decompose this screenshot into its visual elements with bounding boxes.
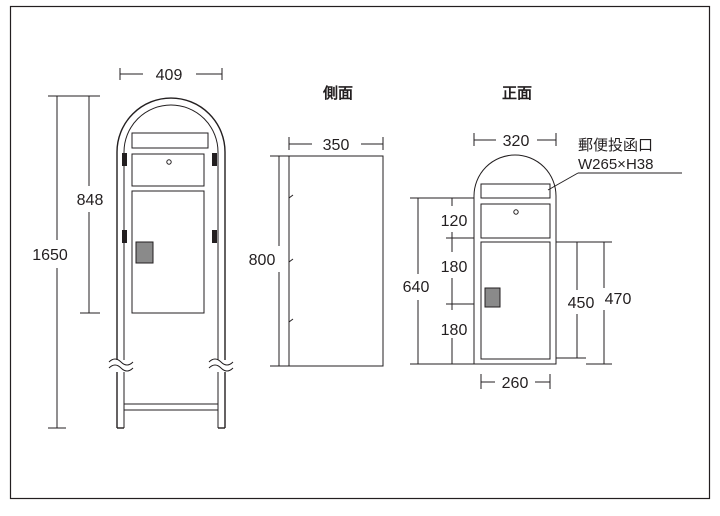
front-segment-dimensions: 120 180 180 — [441, 198, 474, 364]
side-view: 側面 350 800 — [249, 84, 384, 367]
front-width-top-label: 320 — [503, 133, 530, 150]
stand-frame-inner — [123, 104, 219, 360]
stand-bracket — [122, 153, 127, 166]
slot-note: 郵便投函口 W265×H38 — [547, 137, 682, 191]
drawing-border — [9, 5, 711, 500]
front-seg2-label: 180 — [441, 259, 468, 276]
slot-note-size: W265×H38 — [578, 156, 653, 173]
stand-upper-label: 848 — [77, 192, 104, 209]
stand-width-label: 409 — [156, 67, 183, 84]
break-mark — [208, 364, 234, 372]
break-mark — [108, 364, 134, 372]
front-door-panel — [484, 287, 501, 308]
slot-note-title: 郵便投函口 — [578, 137, 653, 154]
door-inner-label: 450 — [568, 295, 595, 312]
side-body — [288, 155, 384, 367]
stand-view: 409 1650 — [32, 67, 234, 429]
stand-keyhole — [166, 159, 172, 165]
front-upper-door — [480, 203, 551, 239]
front-height-label: 640 — [403, 279, 430, 296]
stand-box-door — [131, 190, 205, 314]
stand-crossbar — [123, 403, 219, 411]
front-width-bottom-label: 260 — [502, 375, 529, 392]
side-width-dimension: 350 — [288, 137, 384, 154]
mail-slot — [480, 183, 551, 199]
door-inner-dimension: 450 — [556, 241, 595, 359]
stand-bracket — [122, 230, 127, 243]
door-outer-label: 470 — [605, 291, 632, 308]
stand-door-panel — [135, 241, 154, 264]
front-lower-door — [480, 241, 551, 360]
stand-box-upper — [131, 153, 205, 187]
side-height-label: 800 — [249, 252, 276, 269]
stand-width-dimension: 409 — [119, 67, 223, 84]
stand-upper-dimension: 848 — [77, 96, 104, 314]
front-width-bottom-dimension: 260 — [480, 374, 551, 392]
break-mark — [208, 358, 234, 366]
stand-height-label: 1650 — [32, 247, 68, 264]
front-height-dimension: 640 — [403, 197, 474, 365]
front-view-title: 正面 — [502, 85, 532, 102]
stand-frame-outer — [116, 97, 226, 360]
side-width-label: 350 — [323, 137, 350, 154]
break-mark — [108, 358, 134, 366]
side-height-dimension: 800 — [249, 155, 289, 367]
stand-bracket — [212, 230, 217, 243]
stand-height-dimension: 1650 — [32, 95, 100, 429]
stand-box-slot — [131, 132, 209, 149]
stand-bracket — [212, 153, 217, 166]
front-keyhole — [513, 209, 519, 215]
front-seg1-label: 120 — [441, 213, 468, 230]
side-view-title: 側面 — [322, 84, 353, 102]
front-width-top-dimension: 320 — [473, 133, 557, 150]
front-view: 正面 320 郵便投函口 W265×H38 640 — [403, 85, 682, 392]
door-outer-dimension: 470 — [586, 241, 632, 365]
front-seg3-label: 180 — [441, 322, 468, 339]
